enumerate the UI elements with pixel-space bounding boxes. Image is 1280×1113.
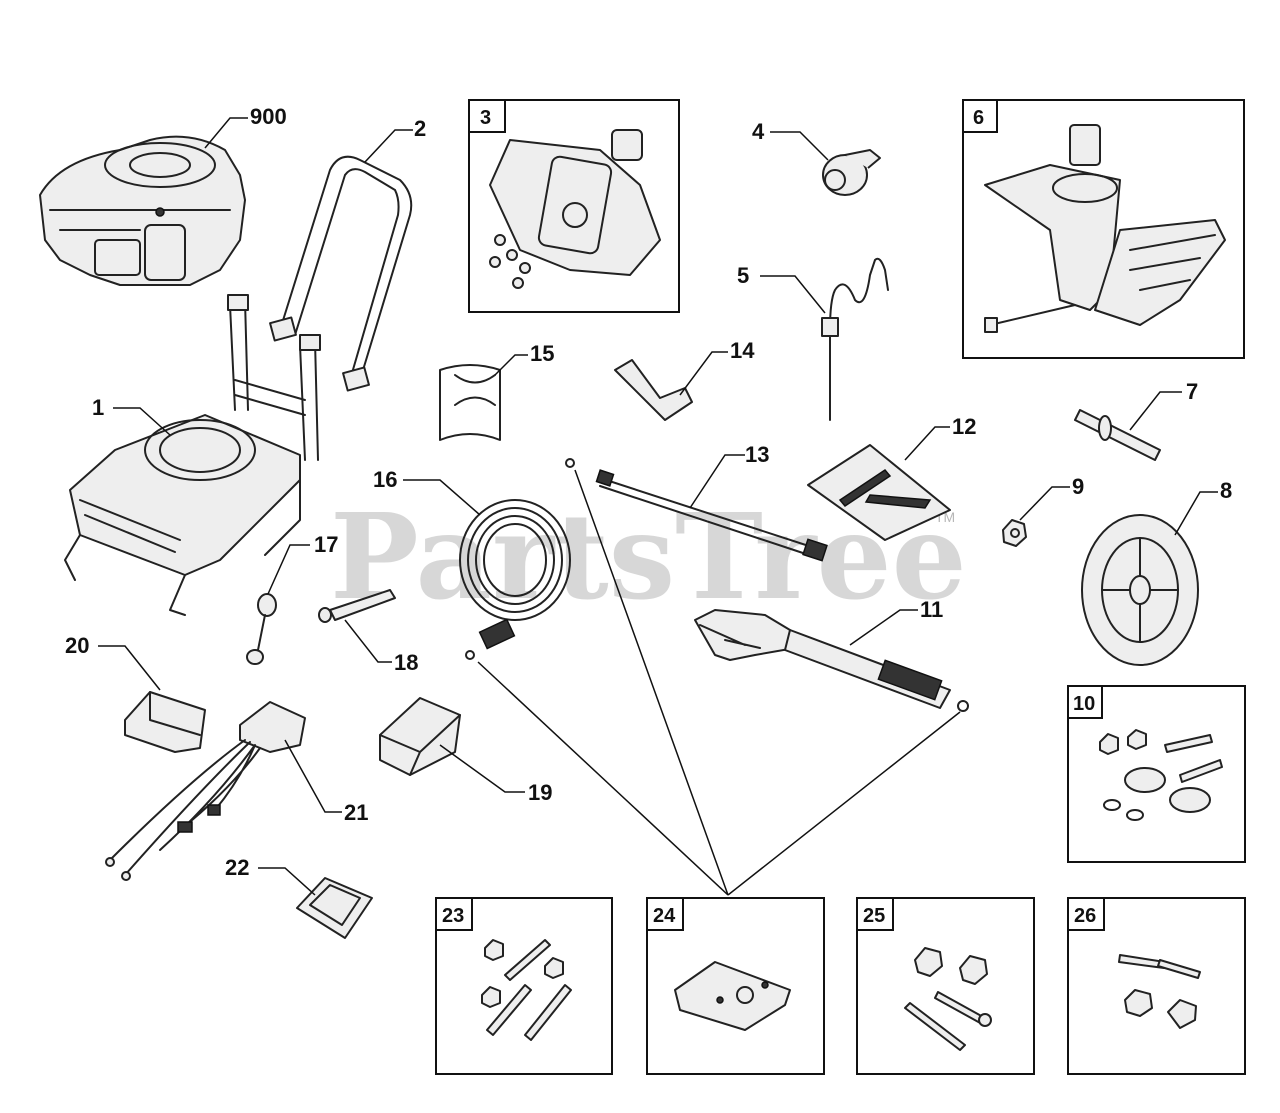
box-24-label[interactable]: 24: [653, 905, 676, 927]
leader-7: [1129, 391, 1182, 431]
callout-2[interactable]: 2: [414, 116, 426, 141]
callout-900[interactable]: 900: [250, 104, 287, 129]
callout-16[interactable]: 16: [373, 467, 397, 492]
part-5-sensor-wire[interactable]: [821, 257, 889, 421]
box-3-tag: [468, 99, 506, 133]
box-6-tag: [962, 99, 998, 133]
part-16-hose[interactable]: [459, 499, 571, 660]
leader-19: [439, 744, 525, 793]
leader-17: [267, 544, 310, 595]
box-26-tag: [1067, 897, 1105, 931]
leader-16: [403, 479, 481, 516]
part-19-foam-block[interactable]: [379, 697, 461, 776]
callout-12[interactable]: 12: [952, 414, 976, 439]
part-17-oil-fill[interactable]: [246, 593, 277, 665]
box-24-tag: [646, 897, 684, 931]
callout-22[interactable]: 22: [225, 855, 249, 880]
box-10: [1067, 685, 1246, 863]
leader-22: [258, 867, 316, 896]
part-12-manual[interactable]: [807, 444, 951, 541]
leader-1: [113, 407, 171, 436]
leader-8: [1174, 491, 1218, 536]
box-26-label[interactable]: 26: [1074, 905, 1096, 927]
part-2-handle[interactable]: [269, 155, 413, 392]
callout-20[interactable]: 20: [65, 633, 89, 658]
part-13-lance[interactable]: [565, 458, 828, 562]
leader-24-a: [574, 469, 729, 896]
leader-21: [284, 739, 342, 813]
part-6-pump[interactable]: [984, 124, 1226, 333]
leader-12: [904, 426, 950, 461]
callout-11[interactable]: 11: [920, 597, 943, 622]
leader-2: [364, 129, 413, 163]
leader-24-c: [727, 711, 961, 896]
box-23-label[interactable]: 23: [442, 905, 464, 927]
part-1-frame[interactable]: [64, 294, 321, 616]
part-10-hardware-kit[interactable]: [1099, 729, 1223, 821]
leader-13: [689, 454, 745, 509]
leader-20: [98, 645, 161, 691]
leader-15: [494, 354, 528, 376]
callout-18[interactable]: 18: [394, 650, 418, 675]
callout-17[interactable]: 17: [314, 532, 338, 557]
box-6: [962, 99, 1245, 359]
part-20-module[interactable]: [124, 691, 206, 753]
leader-900: [204, 117, 248, 149]
callout-9[interactable]: 9: [1072, 474, 1084, 499]
part-22-plate[interactable]: [296, 877, 373, 939]
part-23-hardware-kit[interactable]: [481, 939, 572, 1041]
callout-19[interactable]: 19: [528, 780, 552, 805]
part-15-bracket[interactable]: [439, 364, 501, 441]
box-24: [646, 897, 825, 1075]
callout-8[interactable]: 8: [1220, 478, 1232, 503]
box-23-tag: [435, 897, 473, 931]
box-25-label[interactable]: 25: [863, 905, 885, 927]
box-25: [856, 897, 1035, 1075]
callout-7[interactable]: 7: [1186, 379, 1198, 404]
part-8-wheel[interactable]: [1081, 514, 1199, 666]
box-10-label[interactable]: 10: [1073, 693, 1095, 715]
part-900-engine[interactable]: [39, 135, 246, 286]
callout-5[interactable]: 5: [737, 263, 749, 288]
box-25-tag: [856, 897, 894, 931]
part-18-fitting[interactable]: [318, 589, 396, 623]
callout-4[interactable]: 4: [752, 119, 765, 144]
leader-18: [344, 619, 392, 663]
part-24-seal-kit[interactable]: [674, 961, 791, 1031]
callout-14[interactable]: 14: [730, 338, 755, 363]
part-3-control-panel[interactable]: [489, 129, 661, 289]
callout-21[interactable]: 21: [344, 800, 368, 825]
leader-5: [760, 275, 826, 314]
callout-13[interactable]: 13: [745, 442, 769, 467]
part-26-hardware-kit[interactable]: [1118, 954, 1201, 1029]
part-9-nut[interactable]: [1002, 519, 1027, 547]
leader-11: [849, 609, 918, 646]
box-10-tag: [1067, 685, 1103, 719]
part-7-axle[interactable]: [1074, 409, 1161, 461]
callout-1[interactable]: 1: [92, 395, 104, 420]
part-21-wire-harness[interactable]: [105, 701, 306, 881]
box-26: [1067, 897, 1246, 1075]
part-14-bracket[interactable]: [614, 359, 693, 421]
leader-9: [1019, 486, 1070, 521]
leader-14: [679, 351, 728, 396]
part-11-spray-gun[interactable]: [694, 609, 969, 712]
part-25-knob-kit[interactable]: [904, 947, 992, 1051]
leader-4: [770, 131, 829, 161]
leader-24-b: [477, 661, 729, 896]
box-3-label[interactable]: 3: [480, 107, 491, 129]
part-4-nozzle[interactable]: [822, 149, 881, 196]
box-6-label[interactable]: 6: [973, 107, 984, 129]
callout-15[interactable]: 15: [530, 341, 554, 366]
box-3: [468, 99, 680, 313]
box-23: [435, 897, 613, 1075]
